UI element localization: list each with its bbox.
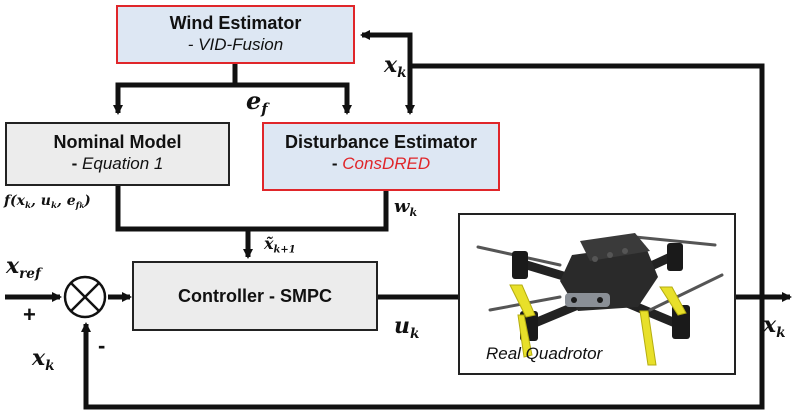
xk-base: x bbox=[384, 52, 398, 78]
circle-cross-icon bbox=[63, 275, 107, 319]
nominal-model-block: Nominal Model - Equation 1 bbox=[5, 122, 230, 186]
wk-base: w bbox=[394, 196, 410, 217]
uk-sub: k bbox=[410, 325, 420, 342]
output-to-top-line bbox=[410, 63, 765, 297]
bottom-feedback-arrow bbox=[81, 297, 765, 410]
uk-label: uk bbox=[394, 313, 419, 342]
f-label-sub1: k bbox=[25, 201, 32, 212]
minus-sign: - bbox=[98, 333, 106, 358]
wk-label: wk bbox=[394, 196, 417, 219]
nominal-model-equation: Equation 1 bbox=[82, 154, 164, 173]
wind-estimator-title: Wind Estimator bbox=[169, 13, 302, 33]
xk-feedback-sub: k bbox=[45, 357, 55, 374]
f-label-fk-sub: k bbox=[79, 201, 85, 211]
xref-sub: ref bbox=[19, 265, 41, 282]
disturbance-estimator-method: ConsDRED bbox=[342, 154, 431, 173]
f-label-sub2: k bbox=[50, 201, 57, 212]
wind-estimator-subtitle: - VID-Fusion bbox=[187, 35, 284, 54]
nominal-model-prefix: - bbox=[71, 154, 83, 173]
ef-to-disturbance-arrow bbox=[235, 82, 352, 115]
x-tilde-sub: k+1 bbox=[273, 244, 296, 256]
f-label-sub3: fk bbox=[76, 201, 85, 211]
f-label-fk: f bbox=[75, 201, 80, 212]
quadrotor-drone-image bbox=[476, 233, 724, 366]
xref-label: xref bbox=[6, 253, 41, 282]
nominal-down-line bbox=[115, 186, 248, 232]
ef-to-nominal-arrow bbox=[113, 82, 235, 115]
xk-feedback-base: x bbox=[32, 345, 46, 371]
nominal-output-label: f(xk, uk, efk) bbox=[4, 193, 91, 211]
disturbance-estimator-block: Disturbance Estimator - ConsDRED bbox=[262, 122, 500, 191]
xk-to-wind-arrow bbox=[360, 30, 413, 66]
controller-block: Controller - SMPC bbox=[132, 261, 378, 331]
real-quadrotor-caption: Real Quadrotor bbox=[486, 344, 603, 363]
f-label-mid2: , e bbox=[56, 193, 76, 209]
plus-sign: + bbox=[23, 302, 36, 327]
disturbance-estimator-title: Disturbance Estimator bbox=[284, 132, 478, 152]
disturbance-estimator-prefix: - bbox=[331, 154, 343, 173]
xk-output-base: x bbox=[763, 312, 777, 338]
xk-label-output: xk bbox=[763, 312, 786, 341]
ef-base: e bbox=[246, 86, 262, 115]
xk-label-feedback: xk bbox=[32, 345, 55, 374]
x-tilde-base: x̃ bbox=[264, 234, 274, 253]
x-tilde-label: x̃k+1 bbox=[264, 234, 296, 255]
wk-sub: k bbox=[409, 205, 418, 219]
nominal-model-subtitle: - Equation 1 bbox=[7, 153, 228, 175]
xref-base: x bbox=[6, 253, 20, 279]
wind-estimator-block: Wind Estimator - VID-Fusion bbox=[116, 5, 355, 64]
ef-label: ef bbox=[246, 86, 268, 118]
real-quadrotor-block bbox=[458, 213, 736, 375]
xk-label-top: xk bbox=[384, 52, 407, 81]
ef-sub: f bbox=[261, 100, 268, 119]
f-label-start: f(x bbox=[4, 193, 25, 209]
disturbance-estimator-subtitle: - ConsDRED bbox=[264, 153, 498, 175]
f-label-end: ) bbox=[84, 193, 91, 209]
nominal-model-title: Nominal Model bbox=[53, 132, 182, 152]
f-label-mid1: , u bbox=[31, 193, 51, 209]
xk-output-sub: k bbox=[776, 324, 786, 341]
uk-base: u bbox=[394, 313, 410, 339]
xk-sub: k bbox=[397, 64, 407, 81]
controller-title: Controller - SMPC bbox=[177, 286, 332, 306]
disturbance-down-line bbox=[248, 191, 389, 232]
